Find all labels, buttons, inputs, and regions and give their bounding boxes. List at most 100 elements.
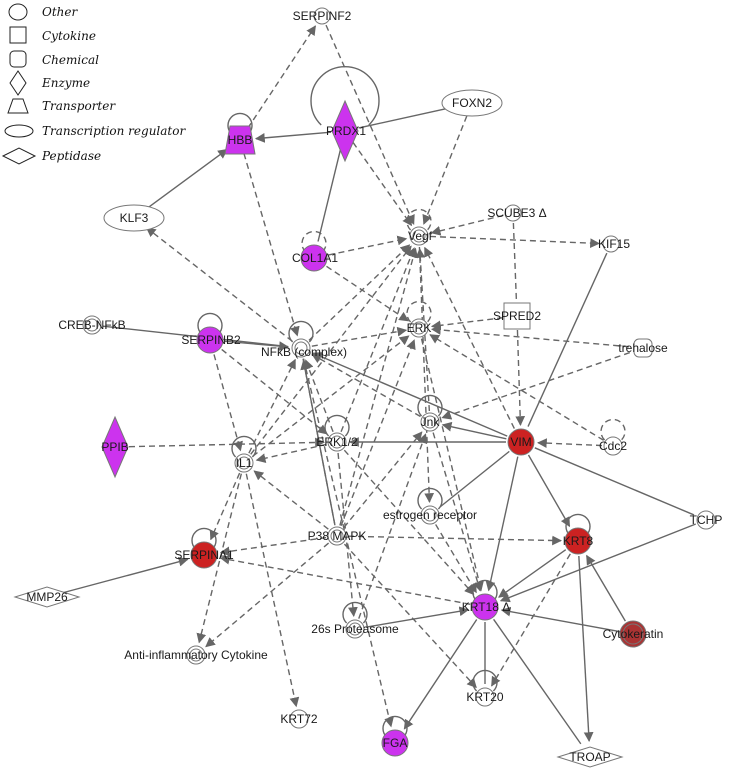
- node-shape: [603, 436, 623, 456]
- node-jnk[interactable]: Jnk: [420, 412, 441, 432]
- edge-il1-antiinf: [196, 473, 243, 644]
- node-label: IL1: [236, 456, 253, 470]
- edge-hbb-serpinf2: [247, 25, 316, 129]
- node-scube3[interactable]: SCUBE3 Δ: [487, 204, 547, 222]
- edge-estrogen-krt18: [435, 524, 477, 594]
- edge-trehalose-jnk: [441, 351, 631, 420]
- legend-item-transporter: Transporter: [7, 98, 116, 114]
- self-loop-hbb: [227, 112, 253, 135]
- node-label: HBB: [228, 133, 253, 147]
- node-erk[interactable]: ERK: [407, 318, 432, 338]
- node-estrogen[interactable]: estrogen receptor: [383, 505, 477, 525]
- edge-krt18-troap: [493, 618, 582, 745]
- node-shape: [556, 746, 624, 768]
- node-shape: [224, 125, 256, 155]
- edge-prdx1-foxn2: [358, 105, 457, 129]
- node-foxn2[interactable]: FOXN2: [441, 89, 503, 117]
- legend: Other Cytokine Chemical Enzyme Transport…: [1, 3, 186, 165]
- node-krt18[interactable]: KRT18 Δ: [462, 593, 510, 621]
- edge-vim-nfkb: [312, 352, 508, 437]
- node-cdc2[interactable]: Cdc2: [599, 436, 627, 456]
- node-label: TCHP: [690, 513, 723, 527]
- self-loop-jnk: [417, 394, 443, 417]
- edge-vim-vegf: [424, 246, 515, 429]
- node-label: VIM: [510, 435, 531, 449]
- edge-cdc2-erk: [429, 334, 604, 441]
- node-label: NFkB (complex): [261, 345, 347, 359]
- node-label: KRT18 Δ: [462, 600, 510, 614]
- node-p38[interactable]: P38 MAPK: [308, 526, 367, 546]
- node-vegf[interactable]: Vegf: [408, 226, 433, 246]
- node-vim[interactable]: VIM: [507, 428, 535, 456]
- node-serpina1[interactable]: SERPINA1: [174, 541, 234, 569]
- node-erk12[interactable]: ERK1/2: [316, 432, 358, 452]
- node-shape: [507, 428, 535, 456]
- edge-krt18-fga: [403, 619, 478, 730]
- node-kif15[interactable]: KIF15: [598, 235, 630, 253]
- edge-prdx1-vegf: [352, 142, 413, 227]
- edge-mmp26-serpina1: [60, 556, 189, 595]
- legend-item-enzyme: Enzyme: [9, 70, 90, 96]
- node-cytokeratin[interactable]: Cytokeratin: [603, 620, 664, 648]
- edge-p38-serpina1: [219, 536, 327, 557]
- edge-jnk-krt18: [432, 432, 483, 592]
- node-label: KRT72: [280, 712, 317, 726]
- node-mmp26[interactable]: MMP26: [13, 586, 81, 608]
- node-proteasome[interactable]: 26s Proteasome: [311, 619, 399, 639]
- node-fga[interactable]: FGA: [381, 729, 409, 757]
- edge-cdc2-vim: [537, 438, 603, 449]
- node-shape: [504, 204, 522, 222]
- edge-krt8-troap: [578, 555, 594, 743]
- edge-p38-il1: [253, 470, 329, 530]
- self-loop-serpinb2: [197, 312, 223, 335]
- edge-ppib-erk12: [128, 437, 325, 448]
- node-antiinf[interactable]: Anti-inflammatory Cytokine: [124, 645, 268, 665]
- node-label: ERK1/2: [316, 435, 358, 449]
- edge-scube3-spred2: [512, 222, 518, 301]
- node-creb[interactable]: CREB-NFkB: [58, 315, 126, 335]
- node-label: PPIB: [101, 440, 128, 454]
- edge-il1-vegf: [250, 245, 412, 455]
- edge-erk-krt18: [420, 338, 484, 592]
- node-label: TROAP: [569, 750, 610, 764]
- node-spred2[interactable]: SPRED2: [493, 302, 541, 330]
- edge-il1-serpina1: [209, 472, 241, 541]
- legend-label: Peptidase: [41, 149, 101, 163]
- node-nfkb[interactable]: NFkB (complex): [261, 338, 347, 359]
- node-krt20[interactable]: KRT20: [466, 687, 504, 707]
- node-klf3[interactable]: KLF3: [103, 204, 165, 232]
- edge-spred2-erk: [430, 317, 504, 331]
- node-shape: [381, 729, 409, 757]
- node-tchp[interactable]: TCHP: [690, 510, 723, 530]
- node-label: Vegf: [408, 229, 433, 243]
- legend-item-cytokine: Cytokine: [9, 26, 96, 44]
- node-serpinb2[interactable]: SERPINB2: [181, 326, 241, 354]
- node-prdx1[interactable]: PRDX1: [326, 99, 366, 163]
- edge-trehalose-erk: [430, 325, 630, 348]
- edge-il1-nfkb: [248, 358, 296, 454]
- legend-label: Chemical: [42, 53, 99, 67]
- edge-creb-nfkb: [102, 325, 289, 348]
- node-krt72[interactable]: KRT72: [280, 709, 318, 729]
- node-hbb[interactable]: HBB: [224, 125, 256, 155]
- edge-prdx1-hbb: [254, 131, 332, 143]
- node-label: Cytokeratin: [603, 627, 664, 641]
- node-krt8[interactable]: KRT8: [563, 527, 594, 555]
- node-shape: [13, 586, 81, 608]
- legend-label: Transporter: [42, 99, 116, 113]
- self-loop-krt8: [565, 513, 591, 536]
- node-shape: [602, 235, 620, 253]
- node-col1a1[interactable]: COL1A1: [292, 244, 338, 272]
- node-il1[interactable]: IL1: [234, 453, 254, 473]
- edge-serpinb2-nfkb: [224, 340, 290, 351]
- edge-krt18-serpina1: [219, 554, 471, 605]
- node-troap[interactable]: TROAP: [556, 746, 624, 768]
- node-trehalose[interactable]: trehalose: [618, 338, 668, 358]
- node-shape: [103, 204, 165, 232]
- node-serpinf2[interactable]: SERPINF2: [293, 7, 352, 25]
- edge-col1a1-vegf: [328, 235, 408, 256]
- node-ppib[interactable]: PPIB: [101, 415, 129, 479]
- edge-krt8-krt18: [498, 549, 567, 598]
- edge-erk12-il1: [255, 443, 327, 463]
- edge-serpinb2-il1: [213, 354, 243, 452]
